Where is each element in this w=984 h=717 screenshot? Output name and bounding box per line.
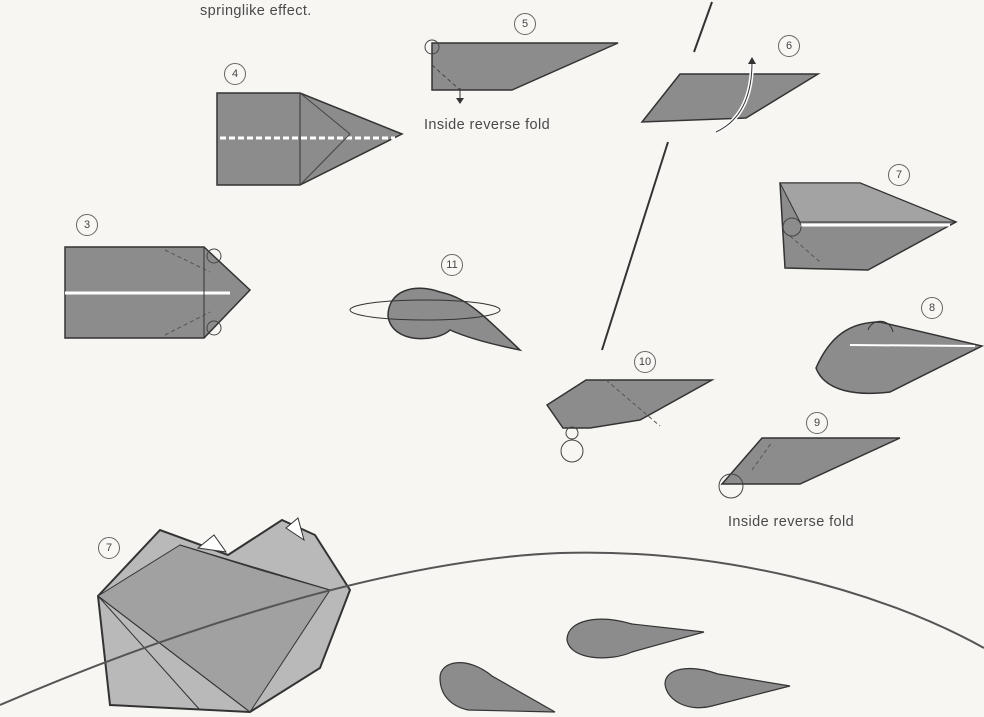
small-fish-group: [440, 619, 790, 712]
step-6-figure: [642, 57, 818, 132]
divider-line-upper: [694, 2, 712, 52]
step-number-3: 3: [76, 214, 98, 236]
step-number-10: 10: [634, 351, 656, 373]
step-number-7: 7: [888, 164, 910, 186]
step-11-figure: [350, 288, 520, 350]
step-number-4: 4: [224, 63, 246, 85]
frog-model-figure: [98, 518, 350, 712]
step-9-caption: Inside reverse fold: [728, 514, 854, 530]
step-number-6: 6: [778, 35, 800, 57]
divider-line-lower: [602, 142, 668, 350]
step-3-figure: [65, 247, 250, 338]
step-4-figure: [217, 93, 402, 185]
top-caption-fragment: springlike effect.: [200, 3, 312, 19]
step-number-8: 8: [921, 297, 943, 319]
step-10-figure: [547, 380, 712, 462]
step-5-figure: [425, 40, 618, 104]
step-number-7-model: 7: [98, 537, 120, 559]
step-number-5: 5: [514, 13, 536, 35]
step-9-figure: [719, 438, 900, 498]
step-number-11: 11: [441, 254, 463, 276]
step-8-figure: [816, 321, 982, 393]
step-5-caption: Inside reverse fold: [424, 117, 550, 133]
step-number-9: 9: [806, 412, 828, 434]
step-7-figure: [780, 183, 956, 270]
